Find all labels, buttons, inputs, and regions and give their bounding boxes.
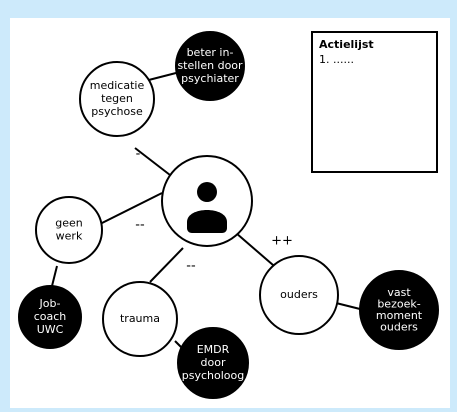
node-label-beter-line-2: stellen door [177, 59, 243, 72]
connector-line-6 [51, 265, 58, 287]
node-label-beter-line-3: psychiater [181, 72, 239, 85]
node-label-medicatie-line-2: tegen [101, 92, 133, 105]
relation-label-4: ++ [271, 234, 293, 249]
node-label-emdr-line-3: psycholoog [182, 369, 244, 382]
node-circle-jobcoach [18, 285, 82, 349]
node-ouders: ouders [259, 255, 339, 335]
node-circle-bezoekmoment [359, 270, 439, 350]
connector-line-2 [93, 192, 163, 228]
node-label-emdr-line-1: EMDR [197, 343, 230, 356]
node-label-jobcoach-line-1: Job- [39, 297, 61, 310]
node-label-beter-line-1: beter in- [187, 46, 234, 59]
node-label-bezoekmoment-line-1: vast [387, 286, 411, 299]
action-list-title: Actielijst [319, 38, 374, 51]
relation-label-1: - [136, 147, 141, 162]
node-circle-medicatie [79, 61, 155, 137]
node-circle-geen-werk [35, 196, 103, 264]
node-label-bezoekmoment-line-3: moment [376, 309, 423, 322]
connector-line-3 [149, 247, 184, 283]
node-label-bezoekmoment-line-4: ouders [380, 320, 418, 333]
relation-label-3: -- [186, 259, 196, 274]
person-head-shape [197, 182, 217, 202]
node-label-bezoekmoment-line-2: bezoek- [377, 297, 420, 310]
person-icon [187, 182, 227, 233]
node-label-medicatie-line-1: medicatie [90, 79, 145, 92]
connector-line-8 [335, 302, 361, 310]
action-list: Actielijst 1. ...... [311, 31, 438, 173]
action-list-item-1: 1. ...... [319, 53, 354, 66]
action-list-box [311, 31, 438, 173]
connector-line-4 [235, 232, 274, 266]
center-person-node [161, 155, 253, 247]
relation-labels: -----++ [135, 147, 293, 274]
person-body-shape [187, 210, 227, 233]
node-label-geen-werk-line-2: werk [56, 230, 83, 243]
connector-line-1 [134, 147, 171, 176]
node-label-ouders-line-1: ouders [280, 288, 318, 301]
node-label-geen-werk-line-1: geen [55, 217, 83, 230]
node-circle-trauma [102, 281, 178, 357]
node-circle-beter [175, 31, 245, 101]
node-label-jobcoach-line-3: UWC [37, 323, 64, 336]
node-circle-emdr [177, 327, 249, 399]
node-circle-ouders [259, 255, 339, 335]
node-label-medicatie-line-3: psychose [91, 105, 143, 118]
relation-label-2: -- [135, 218, 145, 233]
node-label-trauma-line-1: trauma [120, 312, 160, 325]
node-trauma: trauma [102, 281, 178, 357]
node-label-emdr-line-2: door [201, 356, 226, 369]
node-label-jobcoach-line-2: coach [34, 310, 67, 323]
